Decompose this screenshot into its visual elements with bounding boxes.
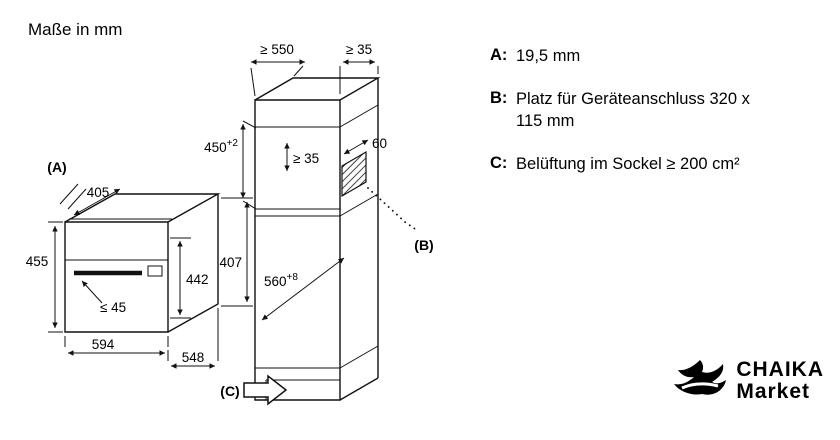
ref-b-label: (B) — [414, 237, 433, 253]
dim-niche-height-value: 450 — [204, 140, 227, 155]
oven-side-face — [167, 194, 219, 333]
dim-cabinet-top-depth: ≥ 550 — [260, 42, 294, 57]
dim-inner-depth-value: 560 — [264, 274, 287, 289]
dim-oven-width: 594 — [92, 337, 115, 352]
legend-item-c: C: Belüftung im Sockel ≥ 200 cm² — [490, 154, 820, 175]
niche-top-shelf — [255, 104, 379, 128]
dim-inner-depth: 560+8 — [264, 272, 298, 289]
oven-front-face — [64, 221, 169, 333]
dim-oven-body-height: 442 — [186, 272, 209, 287]
dim-ext-407 — [221, 197, 253, 307]
dim-line-560 — [261, 257, 345, 321]
dim-oven-side-height: 407 — [219, 255, 242, 270]
cabinet-side-face — [339, 78, 379, 401]
legend-text-c: Belüftung im Sockel ≥ 200 cm² — [516, 155, 740, 174]
technical-drawing: 455 (A) 405 442 407 ≤ 45 594 548 — [26, 42, 434, 406]
watermark-logo: CHAIKA Market — [672, 358, 824, 404]
oven-drawing — [64, 193, 221, 333]
cabinet-dimensions: ≥ 550 ≥ 35 450+2 ≥ 35 60 560+8 (B) (C) — [204, 42, 434, 399]
dim-ext-442 — [170, 237, 191, 319]
dim-a-marks — [59, 183, 87, 210]
dim-ext-550 — [250, 65, 304, 97]
cabinet-top-face — [254, 77, 381, 101]
dim-rear-gap: ≥ 35 — [293, 151, 319, 166]
dim-handle-depth: ≤ 45 — [100, 300, 126, 315]
niche-bottom-shelf — [255, 193, 379, 217]
watermark-line1: CHAIKA — [736, 357, 824, 381]
cabinet-drawing — [243, 77, 419, 406]
connection-pointer-dotted — [367, 187, 419, 232]
watermark-text: CHAIKA Market — [736, 357, 824, 403]
legend-key-a: A: — [490, 46, 508, 64]
dim-line-405 — [73, 188, 121, 216]
legend-item-b: B: Platz für Geräteanschluss 320 x 115 m… — [490, 89, 820, 132]
dim-line-60 — [343, 139, 369, 155]
legend-key-c: C: — [490, 154, 508, 173]
watermark-line2: Market — [736, 380, 811, 403]
dim-oven-top-depth: 405 — [87, 185, 110, 200]
ventilation-arrow — [243, 374, 288, 406]
connection-area-hatch — [341, 150, 367, 198]
page-title: Maße in mm — [28, 20, 123, 39]
dim-ext-450 — [242, 120, 257, 210]
dim-ext-35-top — [339, 66, 379, 94]
handle-depth-arrow — [81, 280, 103, 304]
dim-connection-width: 60 — [372, 136, 387, 151]
plinth-lines — [255, 345, 379, 400]
cabinet-front-face — [254, 99, 341, 401]
seagull-icon — [674, 360, 727, 395]
oven-dimensions: 455 (A) 405 442 407 ≤ 45 594 548 — [26, 159, 253, 369]
ref-c-label: (C) — [220, 383, 239, 399]
oven-latch — [147, 265, 163, 277]
legend-text-b: Platz für Geräteanschluss 320 x 115 mm — [516, 90, 750, 130]
dim-niche-height-tolerance: +2 — [227, 138, 239, 149]
dim-ext-548 — [167, 308, 219, 361]
dim-top-rear-gap: ≥ 35 — [346, 42, 372, 57]
legend: A: 19,5 mm B: Platz für Geräteanschluss … — [490, 46, 820, 176]
ref-a-label: (A) — [47, 159, 66, 175]
dim-oven-height: 455 — [26, 254, 49, 269]
dim-niche-height: 450+2 — [204, 138, 238, 155]
dim-ext-594 — [64, 336, 169, 347]
dim-inner-depth-tolerance: +8 — [287, 272, 299, 283]
dim-ext-455 — [48, 221, 63, 333]
legend-item-a: A: 19,5 mm — [490, 46, 820, 67]
legend-key-b: B: — [490, 89, 508, 108]
dim-oven-depth: 548 — [182, 350, 205, 365]
legend-text-a: 19,5 mm — [516, 47, 581, 65]
